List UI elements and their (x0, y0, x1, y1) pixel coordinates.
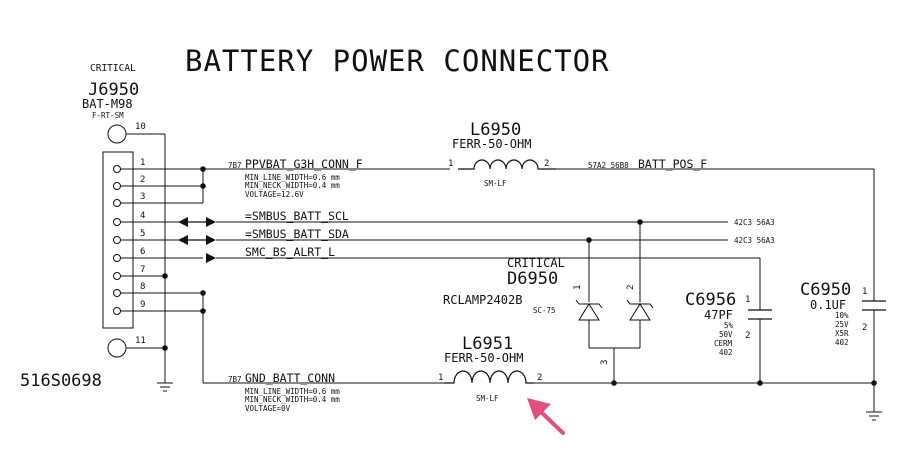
l6950-pin1: 1 (448, 159, 453, 169)
pin-label-11: 11 (135, 336, 146, 346)
mount-pad-11 (107, 338, 127, 358)
d6950-pin1: 1 (573, 285, 583, 290)
d6950-pin3: 3 (600, 360, 610, 365)
ppvbat-min-line: MIN_LINE_WIDTH=0.6 mm (245, 173, 340, 182)
batt-pos-ref: 57A2 56B8 (588, 161, 629, 170)
d6950-refdes: D6950 (507, 269, 558, 289)
connector-pins (113, 165, 121, 315)
pin-label-4: 4 (140, 211, 145, 221)
sda-ref: 42C3 56A3 (734, 236, 775, 245)
l6951-refdes: L6951 (462, 334, 513, 354)
c6956-volt: 50V (719, 330, 733, 339)
gnd-net-label: GND_BATT_CONN (245, 371, 335, 385)
c6950-tol: 10% (835, 311, 849, 320)
scl-bidir-arrow (178, 217, 216, 227)
l6951-pin1: 1 (438, 373, 443, 383)
pin-circle-7 (113, 272, 121, 280)
ppvbat-net-label: PPVBAT_G3H_CONN_F (245, 157, 363, 171)
mount-pad-10 (107, 124, 127, 144)
c6956-value: 47PF (704, 308, 733, 322)
scl-ref: 42C3 56A3 (734, 218, 775, 227)
c6956-size: 402 (719, 348, 733, 357)
gnd-min-neck: MIN_NECK_WIDTH=0.4 mm (245, 395, 340, 404)
c6950-refdes: C6950 (800, 280, 851, 300)
pin-label-3: 3 (140, 192, 145, 202)
d6950-pin2: 2 (626, 285, 636, 290)
c6956-dielectric: CERM (714, 339, 733, 348)
l6951-value: FERR-50-OHM (444, 351, 523, 365)
batt-pos-net-label: BATT_POS_F (638, 157, 707, 171)
l6951-pin2: 2 (537, 373, 542, 383)
c6956-tol: 5% (724, 321, 734, 330)
l6950-package: SM-LF (484, 179, 507, 188)
sda-net-label: =SMBUS_BATT_SDA (245, 227, 349, 241)
c6956-refdes: C6956 (685, 290, 736, 310)
gnd-min-line: MIN_LINE_WIDTH=0.6 mm (245, 387, 340, 396)
page-title: BATTERY POWER CONNECTOR (185, 44, 610, 78)
pin-label-9: 9 (140, 300, 145, 310)
pin-label-6: 6 (140, 247, 145, 257)
pin-circle-8 (113, 289, 121, 297)
pin-label-10: 10 (135, 122, 146, 132)
c6950-dielectric: X5R (835, 329, 849, 338)
pin-label-5: 5 (140, 229, 145, 239)
c6950-pin1: 1 (862, 287, 867, 297)
connector-refdes: J6950 (88, 80, 139, 100)
pin-circle-3 (113, 199, 121, 207)
l6950-value: FERR-50-OHM (452, 137, 531, 151)
c6950-pin2: 2 (862, 323, 867, 333)
connector-critical-label: CRITICAL (90, 63, 136, 74)
pin-circle-6 (113, 254, 121, 262)
c6956-pin1: 1 (745, 295, 750, 305)
gnd-voltage: VOLTAGE=0V (245, 404, 291, 413)
inductor-l6950: L6950 FERR-50-OHM SM-LF 1 2 (448, 120, 556, 188)
annotation-arrow (527, 398, 565, 435)
diode-d6950: CRITICAL D6950 RCLAMP2402B SC-75 1 2 3 (443, 219, 654, 383)
d6950-part: RCLAMP2402B (443, 293, 522, 307)
d6950-critical-label: CRITICAL (507, 256, 565, 270)
pin-label-1: 1 (140, 158, 145, 168)
sda-bidir-arrow (178, 235, 216, 245)
l6950-pin2: 2 (544, 159, 549, 169)
connector-j6950: CRITICAL J6950 BAT-M98 F-RT-SM 10 (82, 63, 203, 392)
pin-circle-2 (113, 182, 121, 190)
pin-label-7: 7 (140, 265, 145, 275)
alrt-net-label: SMC_BS_ALRT_L (245, 245, 335, 259)
l6950-refdes: L6950 (470, 120, 521, 140)
d6950-package: SC-75 (533, 306, 556, 315)
c6950-value: 0.1UF (810, 298, 846, 312)
pin-circle-1 (113, 165, 121, 173)
gnd-ref: 7B7 (228, 375, 242, 384)
alrt-output-arrow (206, 253, 216, 263)
ppvbat-min-neck: MIN_NECK_WIDTH=0.4 mm (245, 181, 340, 190)
l6951-package: SM-LF (476, 394, 499, 403)
pin-label-2: 2 (140, 175, 145, 185)
ppvbat-voltage: VOLTAGE=12.6V (245, 190, 304, 199)
scl-net-label: =SMBUS_BATT_SCL (245, 209, 349, 223)
ground-symbol-connector (157, 382, 173, 392)
c6950-size: 402 (835, 338, 849, 347)
connector-part: BAT-M98 (82, 97, 133, 111)
pin-label-8: 8 (140, 282, 145, 292)
inductor-l6951: L6951 FERR-50-OHM SM-LF 1 2 (438, 334, 542, 403)
pin-circle-4 (113, 218, 121, 226)
capacitor-c6956: C6956 47PF 5% 50V CERM 402 1 2 (685, 290, 772, 383)
c6950-volt: 25V (835, 320, 849, 329)
pin-circle-5 (113, 236, 121, 244)
capacitor-c6950: C6950 0.1UF 10% 25V X5R 402 1 2 (800, 169, 886, 421)
ground-symbol-c6950 (866, 411, 882, 421)
ppvbat-ref: 7B7 (228, 161, 242, 170)
pin-circle-9 (113, 307, 121, 315)
c6956-pin2: 2 (745, 331, 750, 341)
connector-footprint: F-RT-SM (92, 111, 124, 120)
part-number: 516S0698 (20, 371, 102, 391)
